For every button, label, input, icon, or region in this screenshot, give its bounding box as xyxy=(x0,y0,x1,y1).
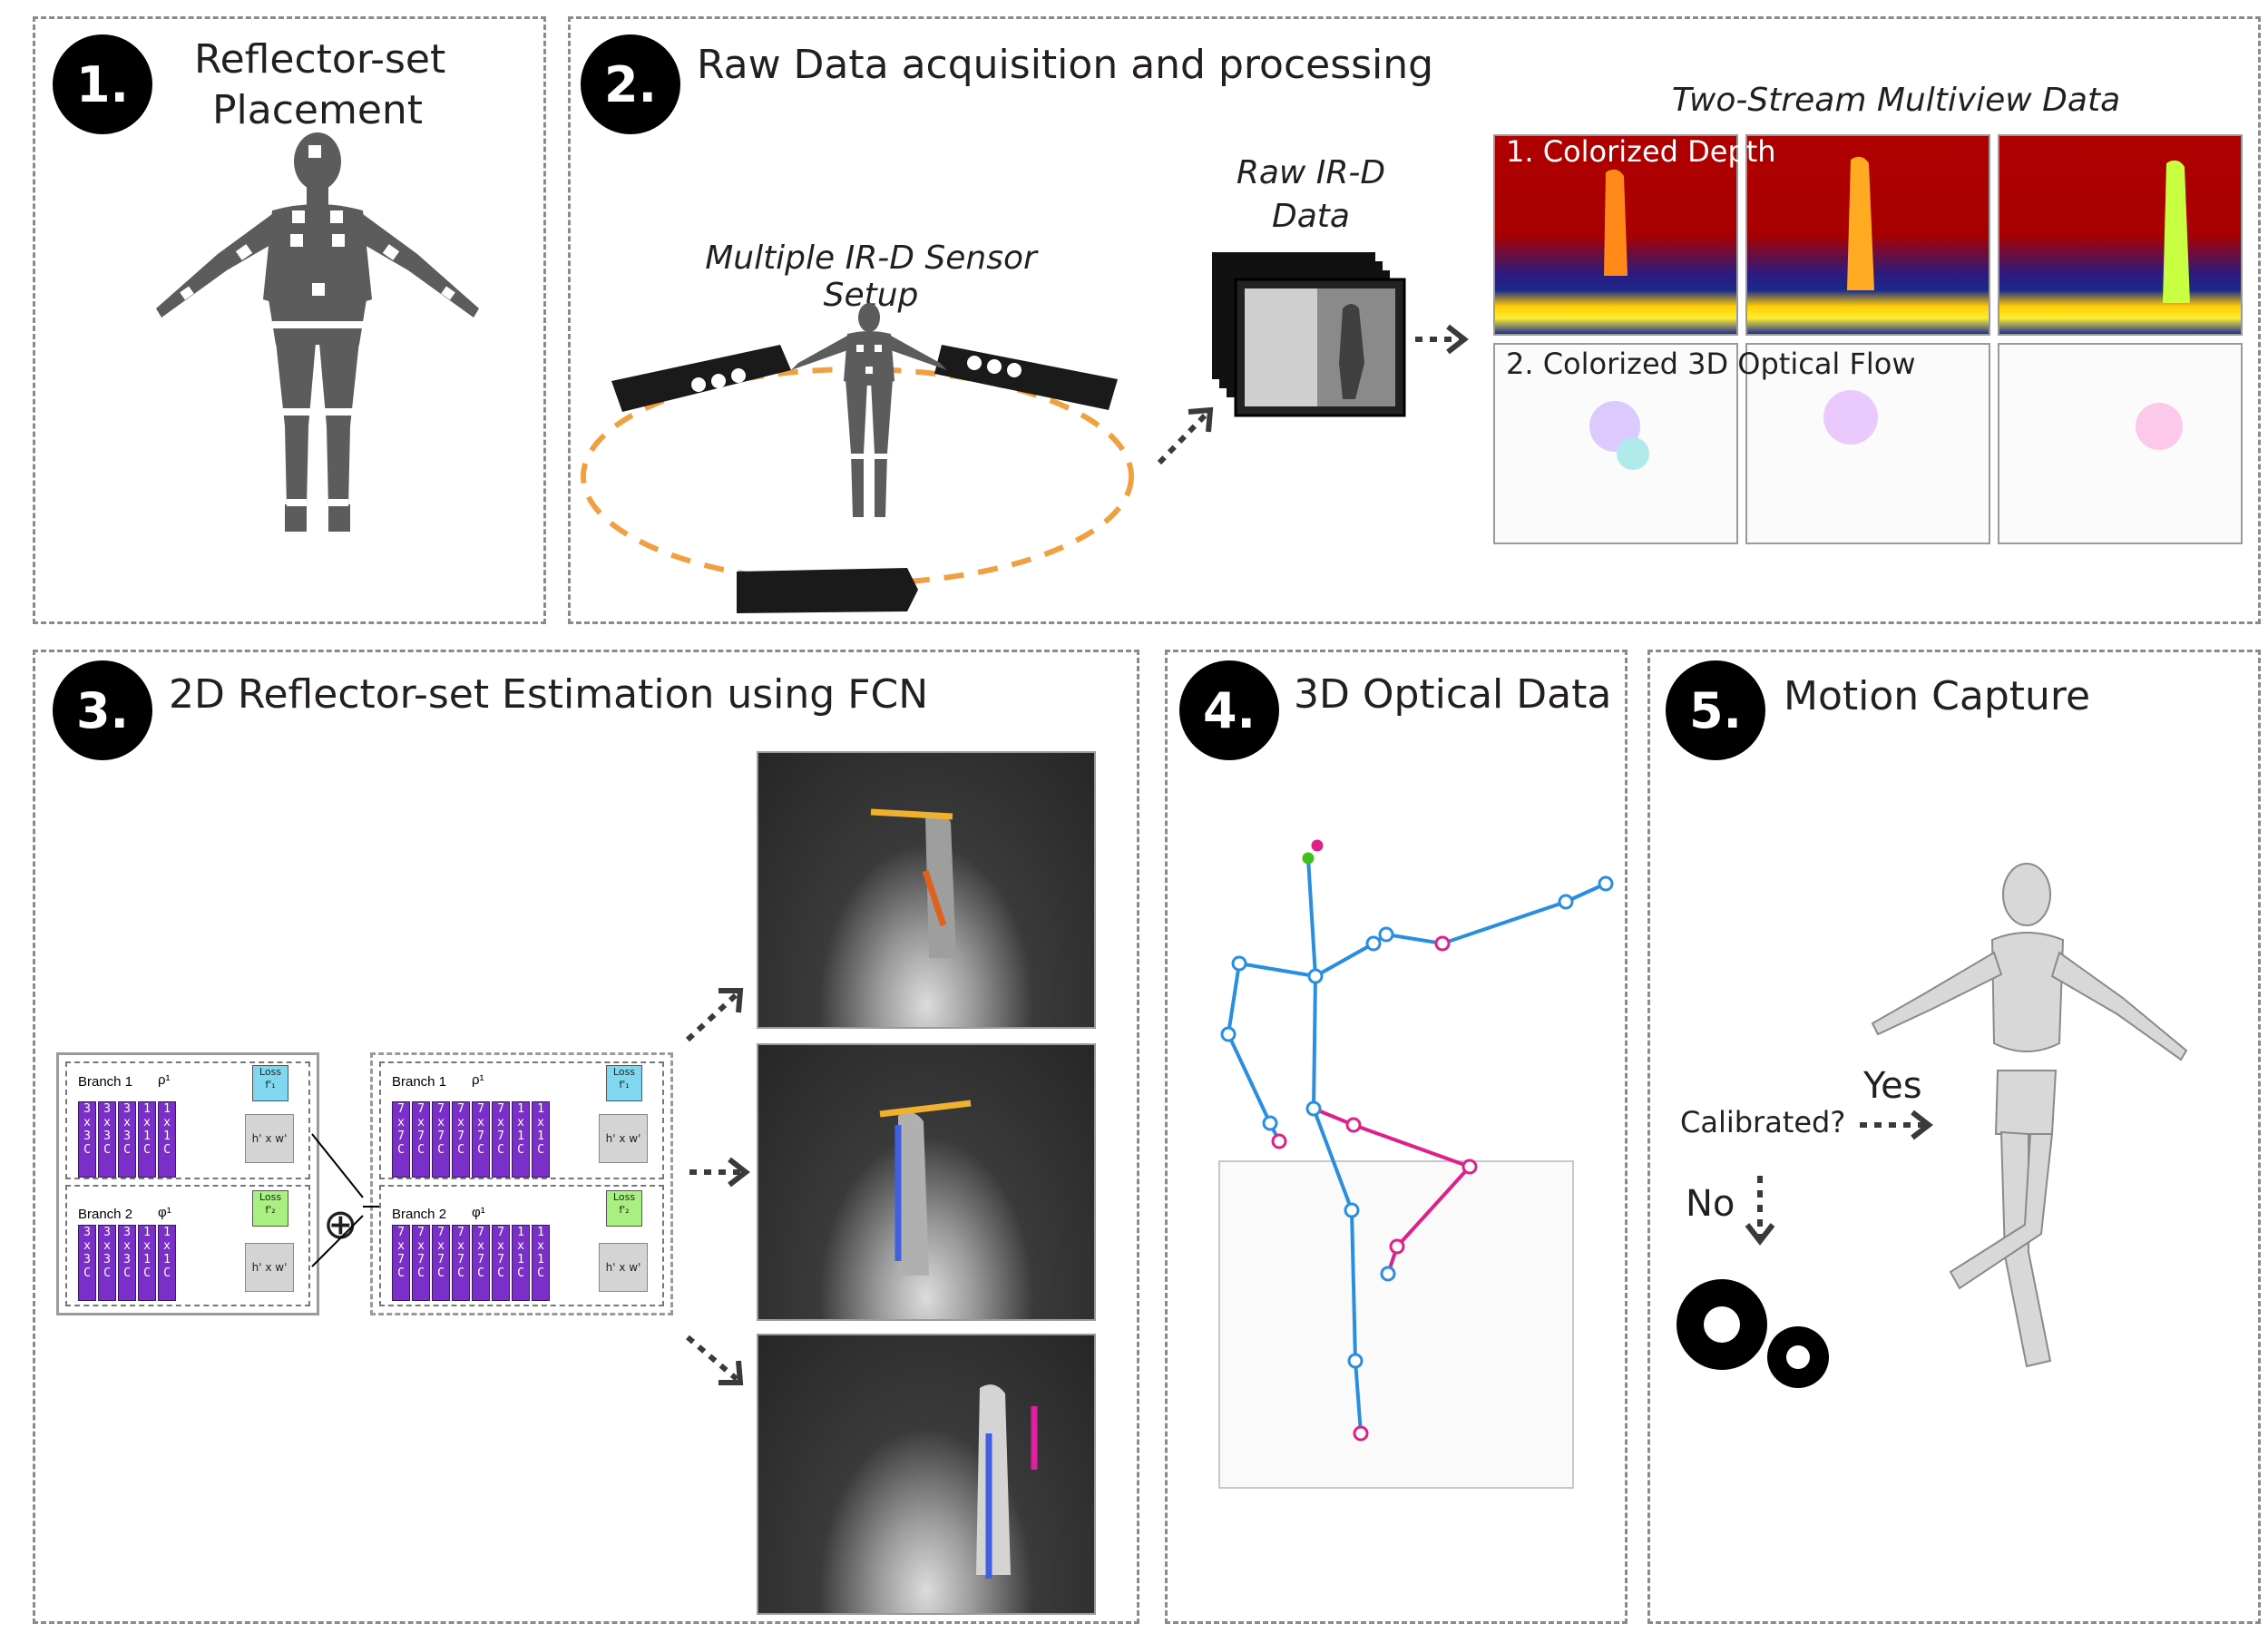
keypoint-view-2 xyxy=(757,1043,1096,1321)
conv-block: 3 x 3 C xyxy=(98,1101,116,1178)
colorized-depth-view-2 xyxy=(1745,134,1990,336)
step-badge-4: 4. xyxy=(1179,660,1279,760)
panel-fcn-estimation xyxy=(33,650,1139,1624)
conv-block: 1 x 1 C xyxy=(138,1225,156,1301)
conv-block: 7 x 7 C xyxy=(412,1101,430,1178)
conv-block: 7 x 7 C xyxy=(432,1225,450,1301)
conv-block: 3 x 3 C xyxy=(118,1101,136,1178)
stage-1-branch-1-rho: ρ¹ xyxy=(158,1072,171,1088)
step-badge-3: 3. xyxy=(53,660,152,760)
raw-data-label-line1: Raw IR-D xyxy=(1236,154,1386,191)
optical-flow-label: 2. Colorized 3D Optical Flow xyxy=(1506,347,1916,381)
conv-block: 3 x 3 C xyxy=(118,1225,136,1301)
two-stream-label: Two-Stream Multiview Data xyxy=(1671,82,2121,119)
no-label: No xyxy=(1686,1183,1735,1225)
conv-block: 1 x 1 C xyxy=(158,1225,176,1301)
conv-block: 1 x 1 C xyxy=(512,1225,530,1301)
panel-3d-optical-data xyxy=(1165,650,1628,1624)
calibrated-question: Calibrated? xyxy=(1680,1105,1846,1139)
stage-2-branch-2-label: Branch 2 xyxy=(392,1207,447,1222)
conv-block: 1 x 1 C xyxy=(138,1101,156,1178)
conv-block: 7 x 7 C xyxy=(472,1101,490,1178)
raw-data-label-line2: Data xyxy=(1272,198,1350,235)
output-cube: h' x w' xyxy=(599,1114,648,1163)
step-badge-2: 2. xyxy=(581,34,680,134)
conv-block: 7 x 7 C xyxy=(432,1101,450,1178)
step-badge-5: 5. xyxy=(1666,660,1765,760)
yes-label: Yes xyxy=(1863,1065,1922,1107)
output-cube: h' x w' xyxy=(245,1114,294,1163)
panel-1-title-line2: Placement xyxy=(212,87,424,133)
conv-block: 1 x 1 C xyxy=(532,1101,550,1178)
panel-3-title: 2D Reflector-set Estimation using FCN xyxy=(169,671,929,718)
conv-block: 3 x 3 C xyxy=(78,1101,96,1178)
panel-4-title: 3D Optical Data xyxy=(1294,671,1612,718)
optical-flow-view-3 xyxy=(1998,343,2243,544)
conv-block: 1 x 1 C xyxy=(532,1225,550,1301)
stage-1-branch-2-phi: φ¹ xyxy=(158,1205,171,1220)
colorized-depth-label: 1. Colorized Depth xyxy=(1506,134,1776,169)
panel-raw-data xyxy=(568,16,2261,624)
panel-2-title: Raw Data acquisition and processing xyxy=(697,42,1434,88)
panel-1-title-line1: Reflector-set xyxy=(194,36,446,83)
conv-block: 3 x 3 C xyxy=(98,1225,116,1301)
conv-block: 1 x 1 C xyxy=(512,1101,530,1178)
stage-1-branch-1-label: Branch 1 xyxy=(78,1074,133,1090)
panel-motion-capture xyxy=(1647,650,2261,1624)
conv-block: 1 x 1 C xyxy=(158,1101,176,1178)
keypoint-view-1 xyxy=(757,751,1096,1029)
panel-5-title: Motion Capture xyxy=(1784,673,2091,719)
conv-block: 7 x 7 C xyxy=(492,1225,510,1301)
step-badge-1: 1. xyxy=(53,34,152,134)
colorized-depth-view-3 xyxy=(1998,134,2243,336)
output-cube: h' x w' xyxy=(599,1243,648,1292)
conv-block: 7 x 7 C xyxy=(492,1101,510,1178)
conv-block: 7 x 7 C xyxy=(392,1101,410,1178)
stage-2-branch-1-rho: ρ¹ xyxy=(472,1072,484,1088)
stage-2-branch-1-label: Branch 1 xyxy=(392,1074,447,1090)
stage-1-branch-2-label: Branch 2 xyxy=(78,1207,133,1222)
conv-block: 7 x 7 C xyxy=(412,1225,430,1301)
conv-block: 7 x 7 C xyxy=(452,1225,470,1301)
panel-reflector-placement xyxy=(33,16,546,624)
conv-block: 7 x 7 C xyxy=(472,1225,490,1301)
conv-block: 3 x 3 C xyxy=(78,1225,96,1301)
output-cube: h' x w' xyxy=(245,1243,294,1292)
oplus-icon: ⊕ xyxy=(323,1199,358,1248)
keypoint-view-3 xyxy=(757,1334,1096,1615)
conv-block: 7 x 7 C xyxy=(452,1101,470,1178)
stage-2-branch-2-phi: φ¹ xyxy=(472,1205,485,1220)
conv-block: 7 x 7 C xyxy=(392,1225,410,1301)
sensor-setup-label: Multiple IR-D Sensor Setup xyxy=(705,240,1037,314)
